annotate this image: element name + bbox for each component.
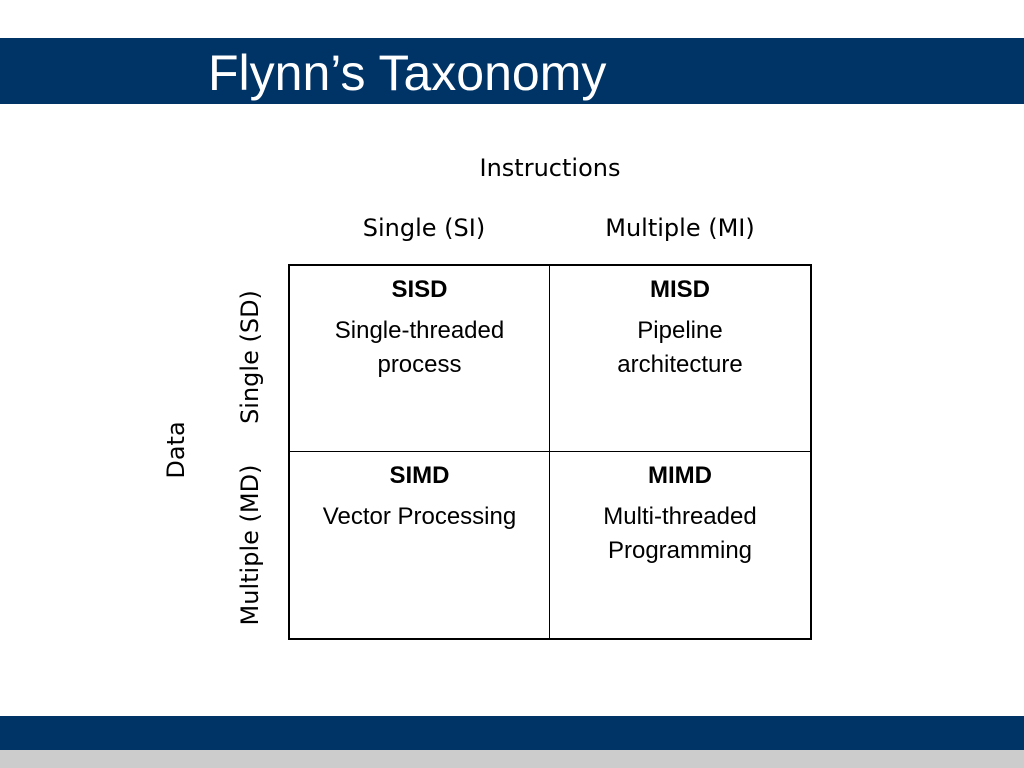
cell-code: SIMD [389, 462, 450, 489]
row-header-multiple-data: Multiple (MD) [236, 464, 264, 626]
cell-description: Multi-threaded Programming [603, 503, 757, 564]
cell-description: Single-threaded process [334, 317, 505, 378]
cell-misd: MISD Pipeline architecture [550, 266, 810, 452]
footer-banner [0, 716, 1024, 750]
cell-description: Vector Processing [322, 503, 517, 530]
instructions-axis-label: Instructions [479, 154, 621, 182]
column-header-multiple-instruction: Multiple (MI) [605, 214, 755, 242]
row-header-single-data: Single (SD) [236, 290, 264, 424]
cell-simd: SIMD Vector Processing [290, 452, 550, 638]
cell-description: Pipeline architecture [617, 317, 743, 378]
data-axis-label: Data [162, 421, 190, 479]
taxonomy-matrix: SISD Single-threaded process MISD Pipeli… [288, 264, 812, 640]
slide-title: Flynn’s Taxonomy [208, 45, 607, 101]
cell-mimd: MIMD Multi-threaded Programming [550, 452, 810, 638]
cell-code: SISD [391, 276, 448, 303]
footer-strip [0, 750, 1024, 768]
cell-code: MISD [650, 276, 710, 303]
cell-code: MIMD [648, 462, 712, 489]
column-header-single-instruction: Single (SI) [362, 214, 486, 242]
cell-sisd: SISD Single-threaded process [290, 266, 550, 452]
title-banner: Flynn’s Taxonomy [0, 38, 1024, 104]
